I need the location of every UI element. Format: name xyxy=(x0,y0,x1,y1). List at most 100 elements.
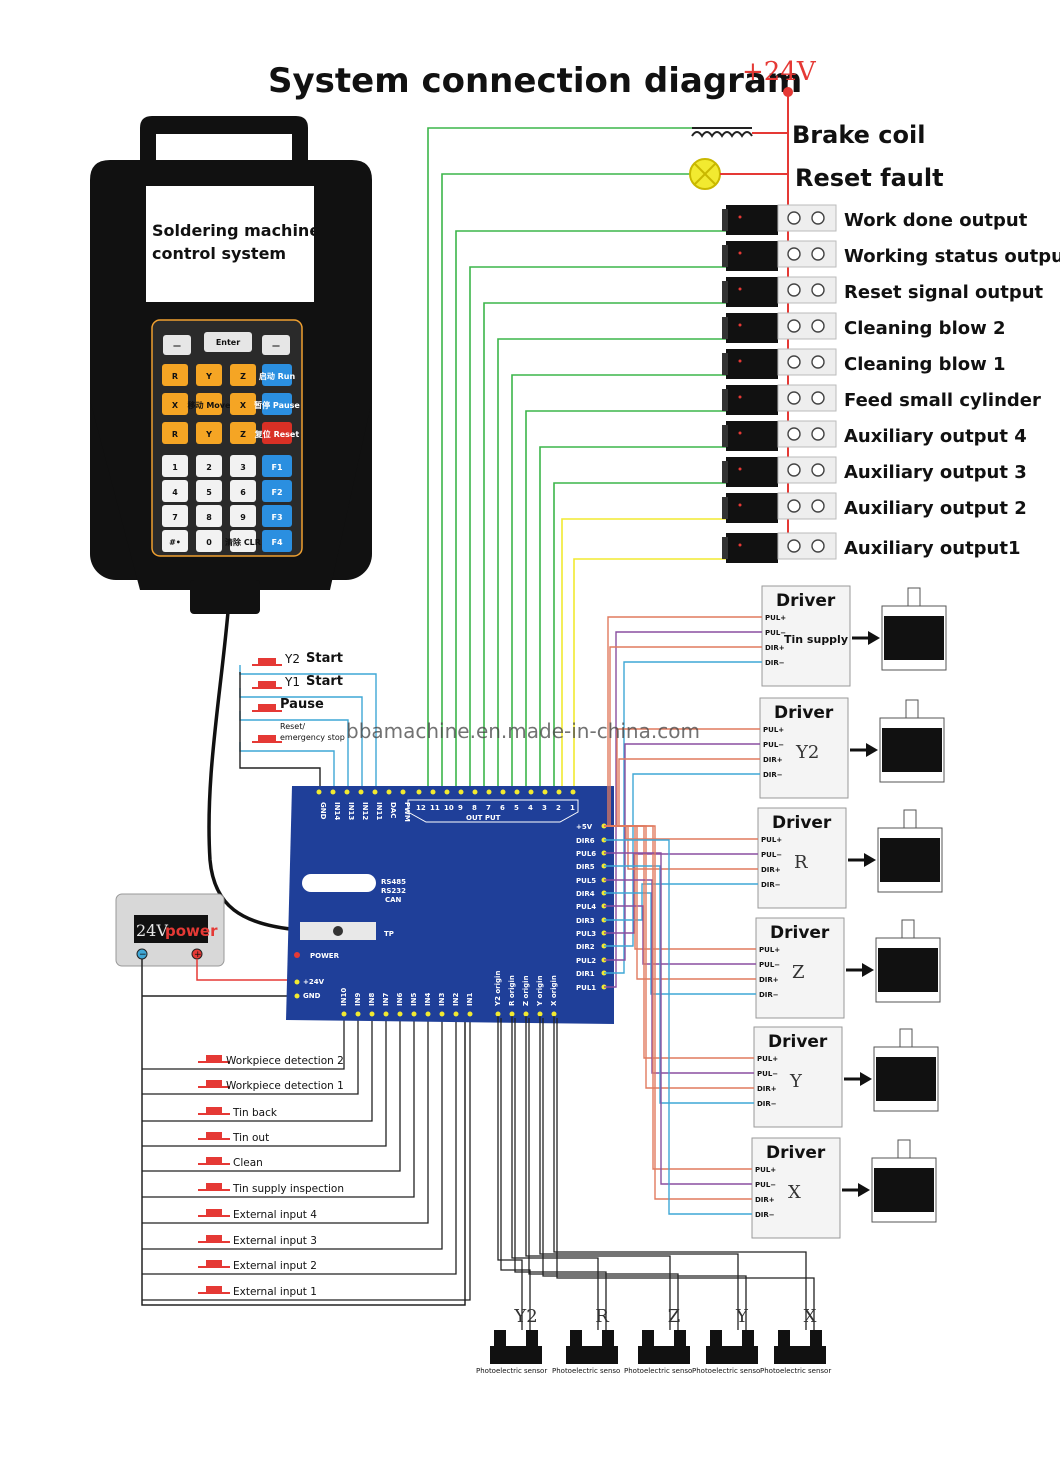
pin-label: PWM xyxy=(403,802,411,822)
relay-9 xyxy=(722,492,837,523)
key-r4-c3[interactable] xyxy=(262,480,292,502)
output-number: 9 xyxy=(458,804,463,812)
key-label: 7 xyxy=(172,513,178,522)
input-switch-icon xyxy=(206,1286,222,1292)
key-label: 清除 CLR xyxy=(225,537,261,547)
driver-pin-label: PUL− xyxy=(757,1070,778,1078)
key-label: 启动 Run xyxy=(259,371,296,381)
stepper-motor-icon xyxy=(879,699,945,783)
pin-label: IN1 xyxy=(466,993,474,1006)
brake-coil-label: Brake coil xyxy=(792,121,925,149)
pin-label: IN12 xyxy=(361,802,369,820)
sensor-label: Photoelectric senso xyxy=(692,1367,760,1375)
pin-label: IN8 xyxy=(368,993,376,1006)
driver-pin-label: PUL− xyxy=(763,741,784,749)
relay-terminal-icon xyxy=(811,283,825,297)
key-r2-c1[interactable] xyxy=(196,422,222,444)
handheld-controller: Soldering machine control system —Enter—… xyxy=(90,116,372,614)
key-r0-c3[interactable] xyxy=(262,364,292,386)
relay-output-label: Auxiliary output1 xyxy=(844,538,1021,559)
output-number: 3 xyxy=(542,804,547,812)
key-top-2[interactable] xyxy=(262,335,290,355)
photoelectric-sensor-icon xyxy=(566,1330,618,1364)
pin-label: +5V xyxy=(576,823,593,831)
key-r0-c2[interactable] xyxy=(230,364,256,386)
key-label: Z xyxy=(240,430,246,439)
driver-pin-label: DIR+ xyxy=(763,756,783,764)
output-number: 10 xyxy=(444,804,454,812)
key-r0-c0[interactable] xyxy=(162,364,188,386)
key-top-1[interactable] xyxy=(204,332,252,352)
pin-label: PUL3 xyxy=(576,930,596,938)
button-3 xyxy=(252,704,282,712)
comm-port xyxy=(302,874,376,892)
wire-relay-5 xyxy=(511,374,728,790)
power-24v-text: 24V xyxy=(136,921,168,940)
key-r2-c2[interactable] xyxy=(230,422,256,444)
key-r4-c0[interactable] xyxy=(162,480,188,502)
stepper-motor-icon xyxy=(875,919,941,1003)
pin-label: DAC xyxy=(389,802,397,818)
key-r6-c3[interactable] xyxy=(262,530,292,552)
sensor-axis-label: Z xyxy=(668,1306,681,1327)
input-switch-icon xyxy=(206,1260,222,1266)
driver-axis-label: R xyxy=(794,852,808,873)
key-r6-c2[interactable] xyxy=(230,530,256,552)
key-top-0[interactable] xyxy=(163,335,191,355)
key-r2-c3[interactable] xyxy=(262,422,292,444)
wire-relay-2 xyxy=(469,266,728,790)
key-r5-c2[interactable] xyxy=(230,505,256,527)
pin-label: DIR5 xyxy=(576,863,595,871)
key-r1-c2[interactable] xyxy=(230,393,256,415)
sensor-label: Photoelectric sensor xyxy=(760,1367,831,1375)
driver-title: Driver xyxy=(768,1032,828,1052)
wire-relay-7 xyxy=(539,446,728,790)
key-label: R xyxy=(172,430,178,439)
key-r3-c1[interactable] xyxy=(196,455,222,477)
output-number: 6 xyxy=(500,804,505,812)
button-label: Pause xyxy=(280,697,324,712)
stepper-motor-icon xyxy=(873,1028,939,1112)
pin-label: R origin xyxy=(508,975,516,1006)
key-r4-c1[interactable] xyxy=(196,480,222,502)
pin-label: IN6 xyxy=(396,993,404,1006)
power-supply-24v: 24V power − + xyxy=(115,893,466,1306)
pin-label: IN5 xyxy=(410,993,418,1006)
pin-label: IN11 xyxy=(375,802,383,820)
wire-relay-9 xyxy=(561,518,728,790)
key-r1-c3[interactable] xyxy=(262,393,292,415)
arrow-icon xyxy=(868,631,880,645)
key-r6-c0[interactable] xyxy=(162,530,188,552)
key-r5-c1[interactable] xyxy=(196,505,222,527)
key-r1-c1[interactable] xyxy=(196,393,222,415)
key-r1-c0[interactable] xyxy=(162,393,188,415)
key-r0-c1[interactable] xyxy=(196,364,222,386)
key-r6-c1[interactable] xyxy=(196,530,222,552)
pushbutton-icon xyxy=(258,658,276,664)
key-r5-c3[interactable] xyxy=(262,505,292,527)
driver-pin-label: DIR+ xyxy=(759,976,779,984)
driver-pin-label: DIR− xyxy=(763,771,783,779)
key-r2-c0[interactable] xyxy=(162,422,188,444)
relay-terminal-icon xyxy=(787,355,801,369)
relay-8 xyxy=(722,456,837,487)
pin-label: IN4 xyxy=(424,993,432,1006)
driver-pin-label: DIR+ xyxy=(757,1085,777,1093)
button-label: Reset/emergency stop xyxy=(280,722,345,742)
key-r3-c2[interactable] xyxy=(230,455,256,477)
sensor-axis-label: R xyxy=(595,1306,609,1327)
screen-line-2: control system xyxy=(152,244,286,263)
pin-label: PUL1 xyxy=(576,984,596,992)
sensor-label: Photoelectric senso xyxy=(624,1367,692,1375)
key-r5-c0[interactable] xyxy=(162,505,188,527)
key-r3-c3[interactable] xyxy=(262,455,292,477)
input-label: Workpiece detection 1 xyxy=(226,1080,344,1092)
key-r3-c0[interactable] xyxy=(162,455,188,477)
output-number: 8 xyxy=(472,804,477,812)
key-r4-c2[interactable] xyxy=(230,480,256,502)
pin-label: PUL6 xyxy=(576,850,596,858)
input-4 xyxy=(198,1132,230,1140)
relay-5 xyxy=(722,348,837,379)
